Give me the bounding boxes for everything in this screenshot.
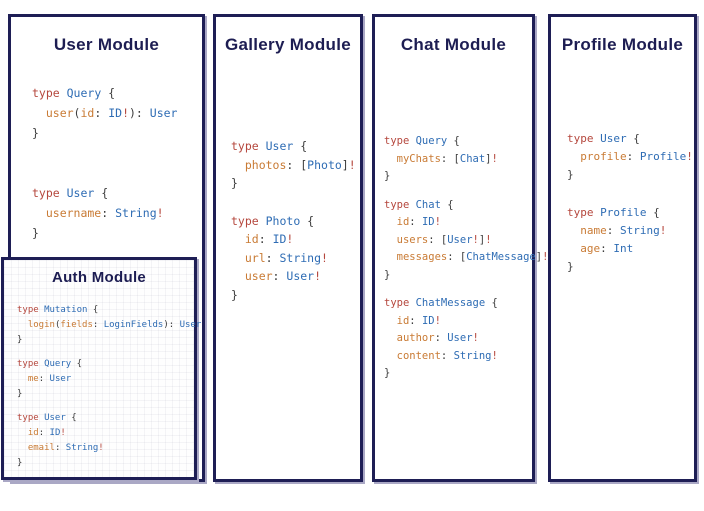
code-block-gallery: type User { photos: [Photo]!}type Photo … <box>231 137 360 304</box>
panel-chat-module: Chat Module type Query { myChats: [Chat]… <box>372 14 549 482</box>
code-type-block: type User { photos: [Photo]!} <box>231 137 360 193</box>
code-line: user(id: ID!): User <box>32 106 178 121</box>
code-block-user: type Query { user(id: ID!): User}type Us… <box>32 83 202 243</box>
code-line: } <box>384 367 391 380</box>
code-line: } <box>231 176 238 191</box>
panel-auth-module: Auth Module type Mutation { login(fields… <box>1 257 202 480</box>
code-line: id: ID! <box>17 427 66 438</box>
code-line: } <box>32 126 39 141</box>
code-line: } <box>231 287 238 302</box>
code-line: id: ID! <box>384 216 441 229</box>
code-line: myChats: [Chat]! <box>384 152 498 165</box>
code-line: content: String! <box>384 349 498 362</box>
panel-title-gallery-module: Gallery Module <box>224 35 352 54</box>
code-line: type ChatMessage { <box>384 297 498 310</box>
code-line: type Photo { <box>231 213 315 228</box>
code-type-block: type Query { myChats: [Chat]!} <box>384 133 532 186</box>
code-line: } <box>384 170 391 183</box>
code-line: profile: Profile! <box>567 150 693 164</box>
code-line: type Query { <box>384 135 460 148</box>
code-line: type User { <box>567 132 640 146</box>
code-line: username: String! <box>32 206 164 221</box>
code-type-block: type Query { me: User} <box>17 357 194 402</box>
code-line: } <box>567 168 574 182</box>
panel-title-profile-module: Profile Module <box>561 35 684 54</box>
code-type-block: type User { username: String!} <box>32 183 202 243</box>
code-line: } <box>384 268 391 281</box>
code-line: url: String! <box>231 250 328 265</box>
code-line: id: ID! <box>231 232 294 247</box>
code-line: } <box>567 260 574 274</box>
code-type-block: type Photo { id: ID! url: String! user: … <box>231 212 360 305</box>
code-type-block: type ChatMessage { id: ID! author: User!… <box>384 295 532 383</box>
code-line: name: String! <box>567 224 667 238</box>
code-line: author: User! <box>384 332 479 345</box>
code-line: messages: [ChatMessage]! <box>384 251 549 264</box>
code-block-profile: type User { profile: Profile!}type Profi… <box>567 130 694 276</box>
code-line: age: Int <box>567 242 634 256</box>
code-line: type User { <box>231 139 308 154</box>
code-block-auth: type Mutation { login(fields: LoginField… <box>17 303 202 471</box>
code-type-block: type Profile { name: String! age: Int} <box>567 204 694 276</box>
code-line: } <box>17 457 23 468</box>
code-line: type User { <box>17 412 77 423</box>
code-line: type Mutation { <box>17 304 99 315</box>
code-line: } <box>32 226 39 241</box>
code-line: } <box>17 334 23 345</box>
code-type-block: type Chat { id: ID! users: [User!]! mess… <box>384 197 549 285</box>
panel-title-chat-module: Chat Module <box>400 35 507 54</box>
code-line: type Profile { <box>567 206 660 220</box>
code-line: user: User! <box>231 269 322 284</box>
code-block-chat: type Query { myChats: [Chat]!}type Chat … <box>384 133 549 383</box>
panel-gallery-module: Gallery Module type User { photos: [Phot… <box>213 14 363 482</box>
code-line: id: ID! <box>384 314 441 327</box>
code-line: type Chat { <box>384 198 454 211</box>
code-line: type Query { <box>32 86 116 101</box>
code-line: type User { <box>32 186 109 201</box>
code-type-block: type Query { user(id: ID!): User} <box>32 83 202 143</box>
code-line: users: [User!]! <box>384 233 492 246</box>
code-line: photos: [Photo]! <box>231 157 356 172</box>
code-line: type Query { <box>17 358 83 369</box>
panel-title-auth-module: Auth Module <box>51 269 147 286</box>
code-line: } <box>17 388 23 399</box>
panel-profile-module: Profile Module type User { profile: Prof… <box>548 14 697 482</box>
code-line: email: String! <box>17 442 104 453</box>
code-type-block: type User { id: ID! email: String!} <box>17 411 194 471</box>
code-type-block: type User { profile: Profile!} <box>567 130 694 184</box>
panel-title-user-module: User Module <box>53 35 160 54</box>
code-line: me: User <box>17 373 72 384</box>
code-type-block: type Mutation { login(fields: LoginField… <box>17 303 202 348</box>
code-line: login(fields: LoginFields): User <box>17 319 202 330</box>
